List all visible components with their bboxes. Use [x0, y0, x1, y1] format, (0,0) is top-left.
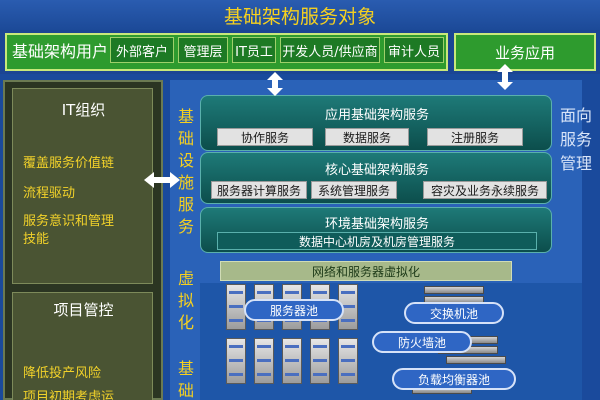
- it-org-item: 服务意识和管理: [23, 214, 115, 229]
- system-management-service: 系统管理服务: [311, 181, 397, 199]
- project-management-panel: 项目管控 降低投产风险 项目初期考虑运: [12, 292, 153, 400]
- collaboration-service: 协作服务: [217, 128, 313, 146]
- application-layer-title: 应用基础架构服务: [324, 108, 429, 123]
- switch-icon: [424, 286, 484, 294]
- core-layer-title: 核心基础架构服务: [324, 163, 429, 178]
- load-balancer-pool-label: 负载均衡器池: [392, 368, 516, 390]
- it-organization-title: IT组织: [61, 101, 106, 119]
- registry-service: 注册服务: [427, 128, 523, 146]
- server-icon: [226, 338, 246, 384]
- it-org-to-services-arrow: [144, 172, 180, 188]
- server-icon: [338, 338, 358, 384]
- chip-external-customers: 外部客户: [110, 37, 174, 63]
- server-pool-label: 服务器池: [244, 299, 344, 321]
- infrastructure-vertical-label: 基础: [177, 359, 194, 400]
- infrastructure-users-label: 基础架构用户: [12, 42, 109, 61]
- it-org-item: 流程驱动: [23, 186, 76, 201]
- environment-layer-title: 环境基础架构服务: [324, 217, 429, 232]
- virtualization-bar: 网络和服务器虚拟化: [220, 261, 512, 281]
- chip-it-staff: IT员工: [232, 37, 276, 63]
- business-to-services-arrow: [497, 64, 513, 90]
- diagram-title: 基础架构服务对象: [0, 0, 600, 30]
- core-infrastructure-services: 核心基础架构服务 服务器计算服务 系统管理服务 容灾及业务永续服务: [200, 152, 552, 204]
- disaster-recovery-service: 容灾及业务永续服务: [423, 181, 547, 199]
- chip-management: 管理层: [178, 37, 228, 63]
- title-text: 基础架构服务对象: [223, 5, 376, 28]
- switch-pool-label: 交换机池: [404, 302, 504, 324]
- firewall-icon: [446, 356, 506, 364]
- business-applications-box: 业务应用: [454, 33, 596, 71]
- server-icon: [310, 338, 330, 384]
- project-item: 项目初期考虑运: [23, 390, 115, 400]
- project-item: 降低投产风险: [23, 366, 102, 381]
- chip-developers-vendors: 开发人员/供应商: [280, 37, 380, 63]
- datacenter-management-service: 数据中心机房及机房管理服务: [217, 232, 537, 250]
- project-management-title: 项目管控: [53, 301, 114, 319]
- server-icon: [226, 284, 246, 330]
- application-infrastructure-services: 应用基础架构服务 协作服务 数据服务 注册服务: [200, 95, 552, 151]
- infrastructure-services-vertical-label: 基础设施服务: [177, 107, 194, 236]
- it-org-item: 覆盖服务价值链: [23, 156, 115, 171]
- server-icon: [254, 338, 274, 384]
- environment-infrastructure-services: 环境基础架构服务 数据中心机房及机房管理服务: [200, 207, 552, 253]
- server-compute-service: 服务器计算服务: [211, 181, 307, 199]
- data-service: 数据服务: [325, 128, 409, 146]
- firewall-pool-label: 防火墙池: [372, 331, 472, 353]
- service-facing-label: 面向服务管理: [559, 106, 592, 173]
- users-to-services-arrow: [267, 72, 283, 96]
- server-icon: [282, 338, 302, 384]
- chip-auditors: 审计人员: [384, 37, 444, 63]
- virtualization-vertical-label: 虚拟化: [177, 269, 194, 332]
- it-org-item: 技能: [23, 232, 50, 247]
- it-organization-panel: IT组织 覆盖服务价值链 流程驱动 服务意识和管理 技能: [12, 88, 153, 284]
